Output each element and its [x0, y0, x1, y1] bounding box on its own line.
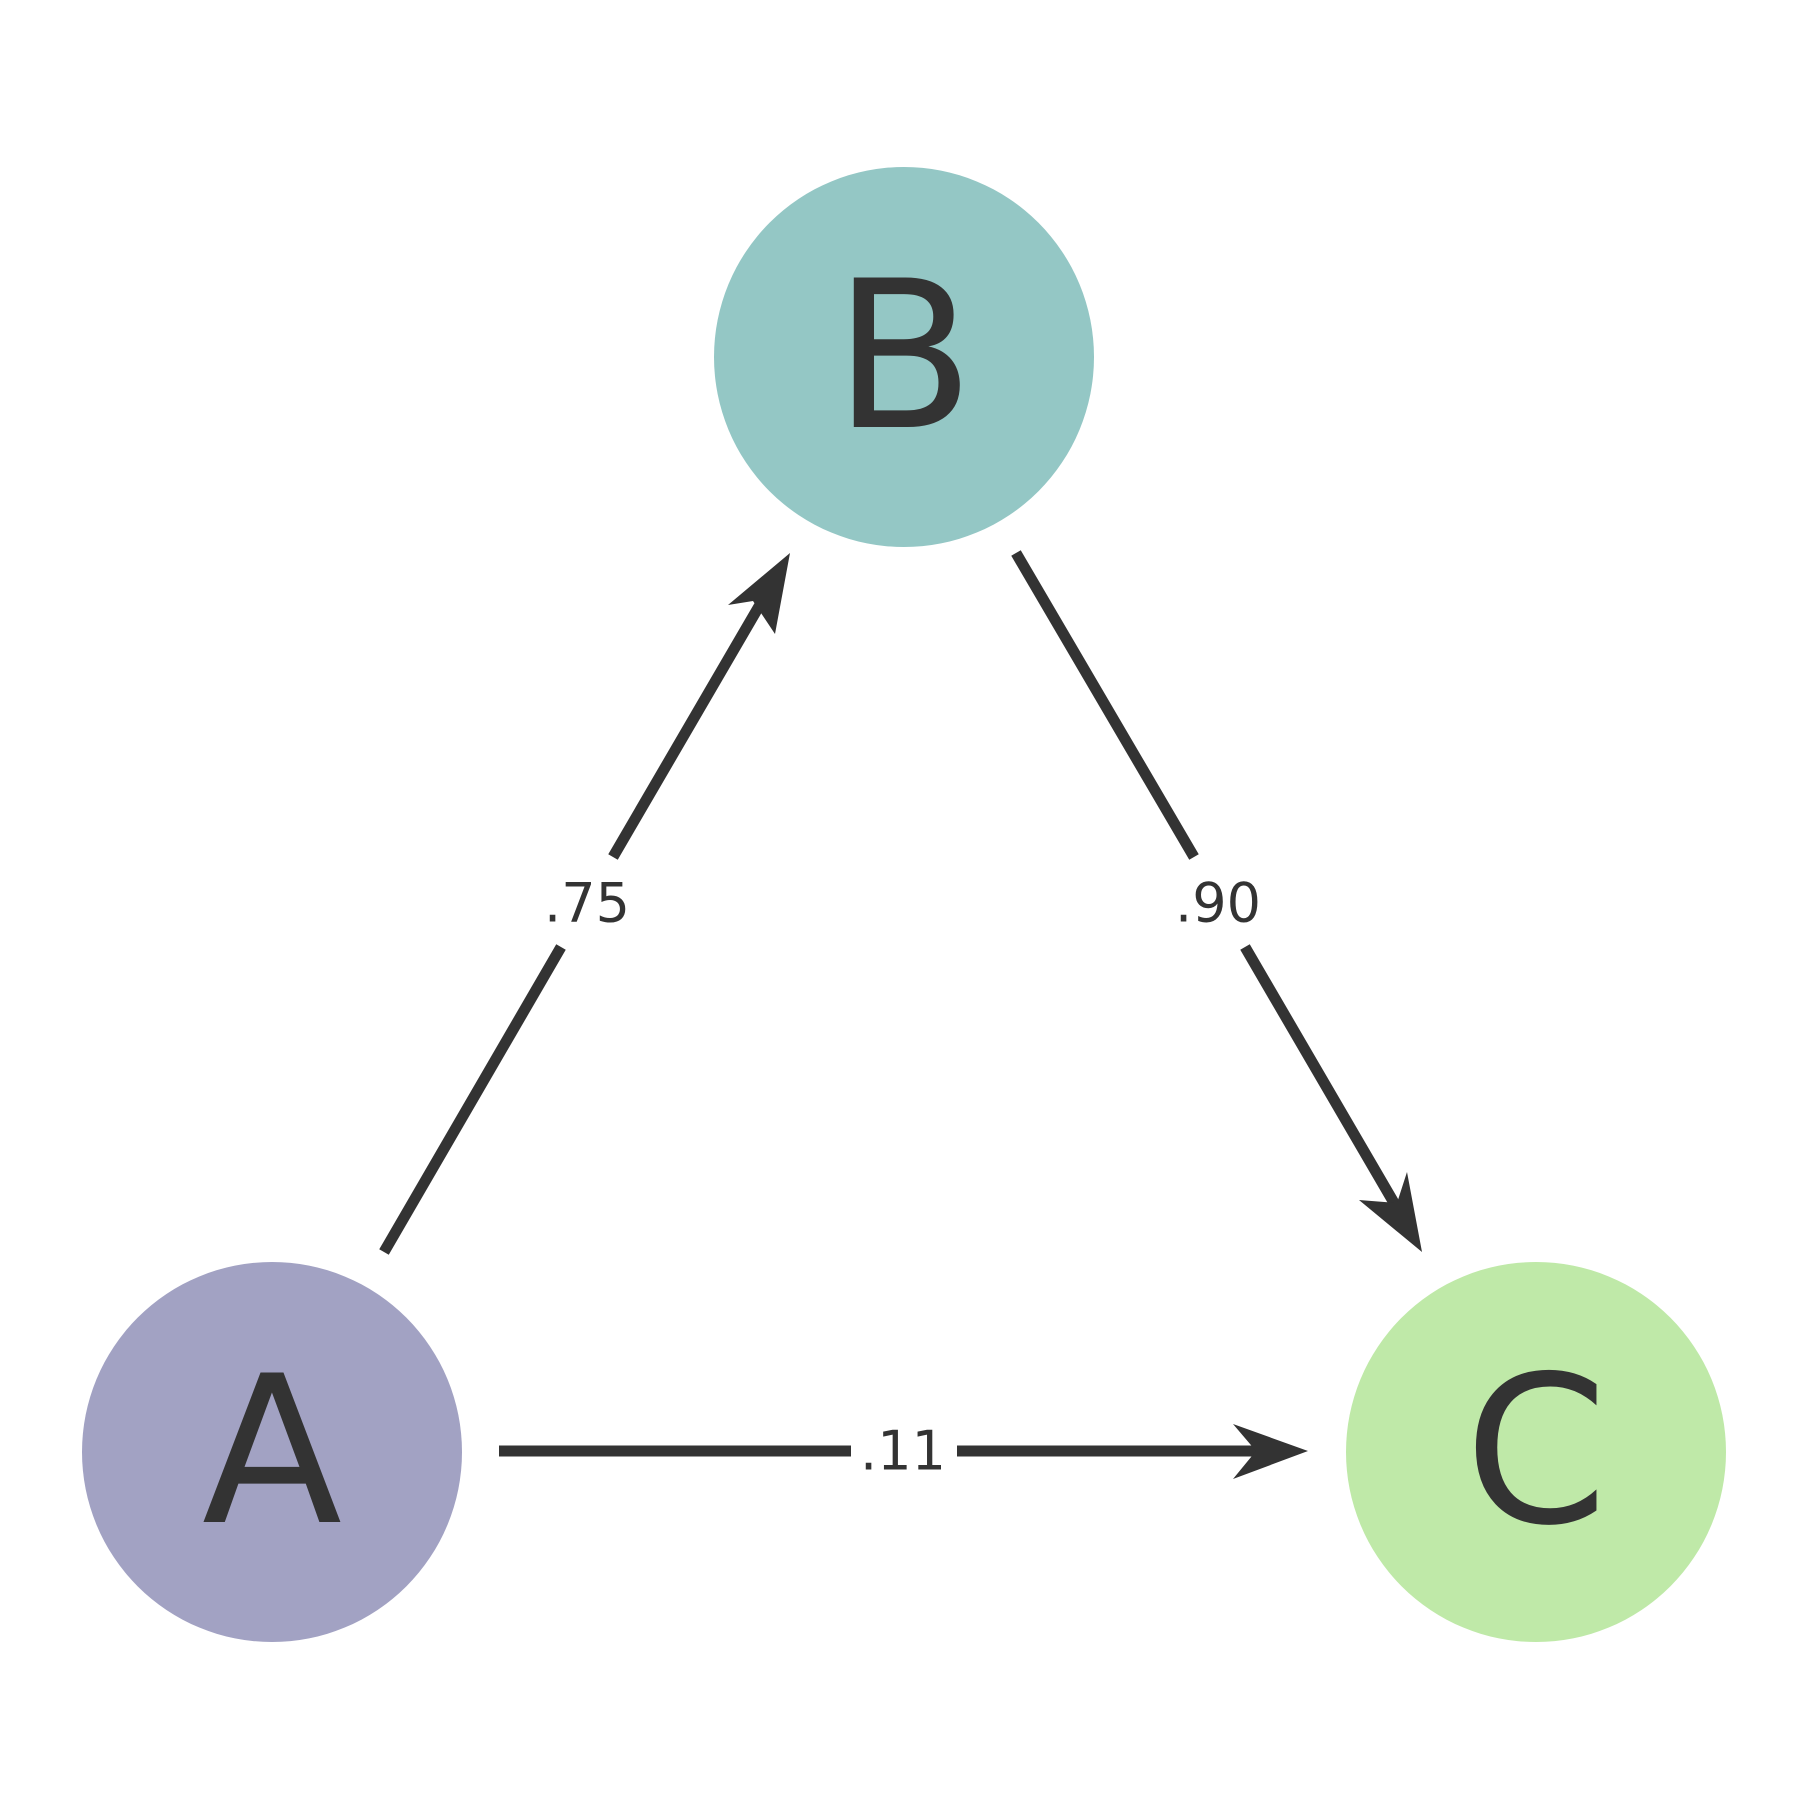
edge-a-to-b-weight: .75 — [544, 872, 630, 935]
edge-a-to-c: .11 — [499, 1420, 1308, 1483]
node-a-circle — [82, 1262, 462, 1642]
node-b-label: B — [834, 238, 975, 476]
edge-b-to-c-line-lower — [1240, 944, 1402, 1211]
edge-b-to-c-arrowhead — [1359, 1172, 1422, 1252]
node-a-label: A — [202, 1333, 342, 1571]
node-c-circle — [1346, 1262, 1726, 1642]
edge-a-to-b-arrowhead — [728, 553, 790, 634]
node-c-label: C — [1464, 1333, 1607, 1571]
edge-a-to-b-line-upper — [608, 593, 770, 860]
edge-a-to-b: .75 — [379, 553, 790, 1255]
edge-b-to-c-weight: .90 — [1175, 872, 1261, 935]
edge-b-to-c: .90 — [1011, 550, 1422, 1252]
edge-b-to-c-line-upper — [1011, 550, 1199, 860]
node-b-circle — [714, 167, 1094, 547]
edge-a-to-b-line-lower — [379, 944, 566, 1255]
node-a: A — [82, 1262, 462, 1642]
node-b: B — [714, 167, 1094, 547]
edge-a-to-c-arrowhead — [1233, 1424, 1308, 1479]
edge-a-to-c-weight: .11 — [860, 1420, 946, 1483]
node-c: C — [1346, 1262, 1726, 1642]
